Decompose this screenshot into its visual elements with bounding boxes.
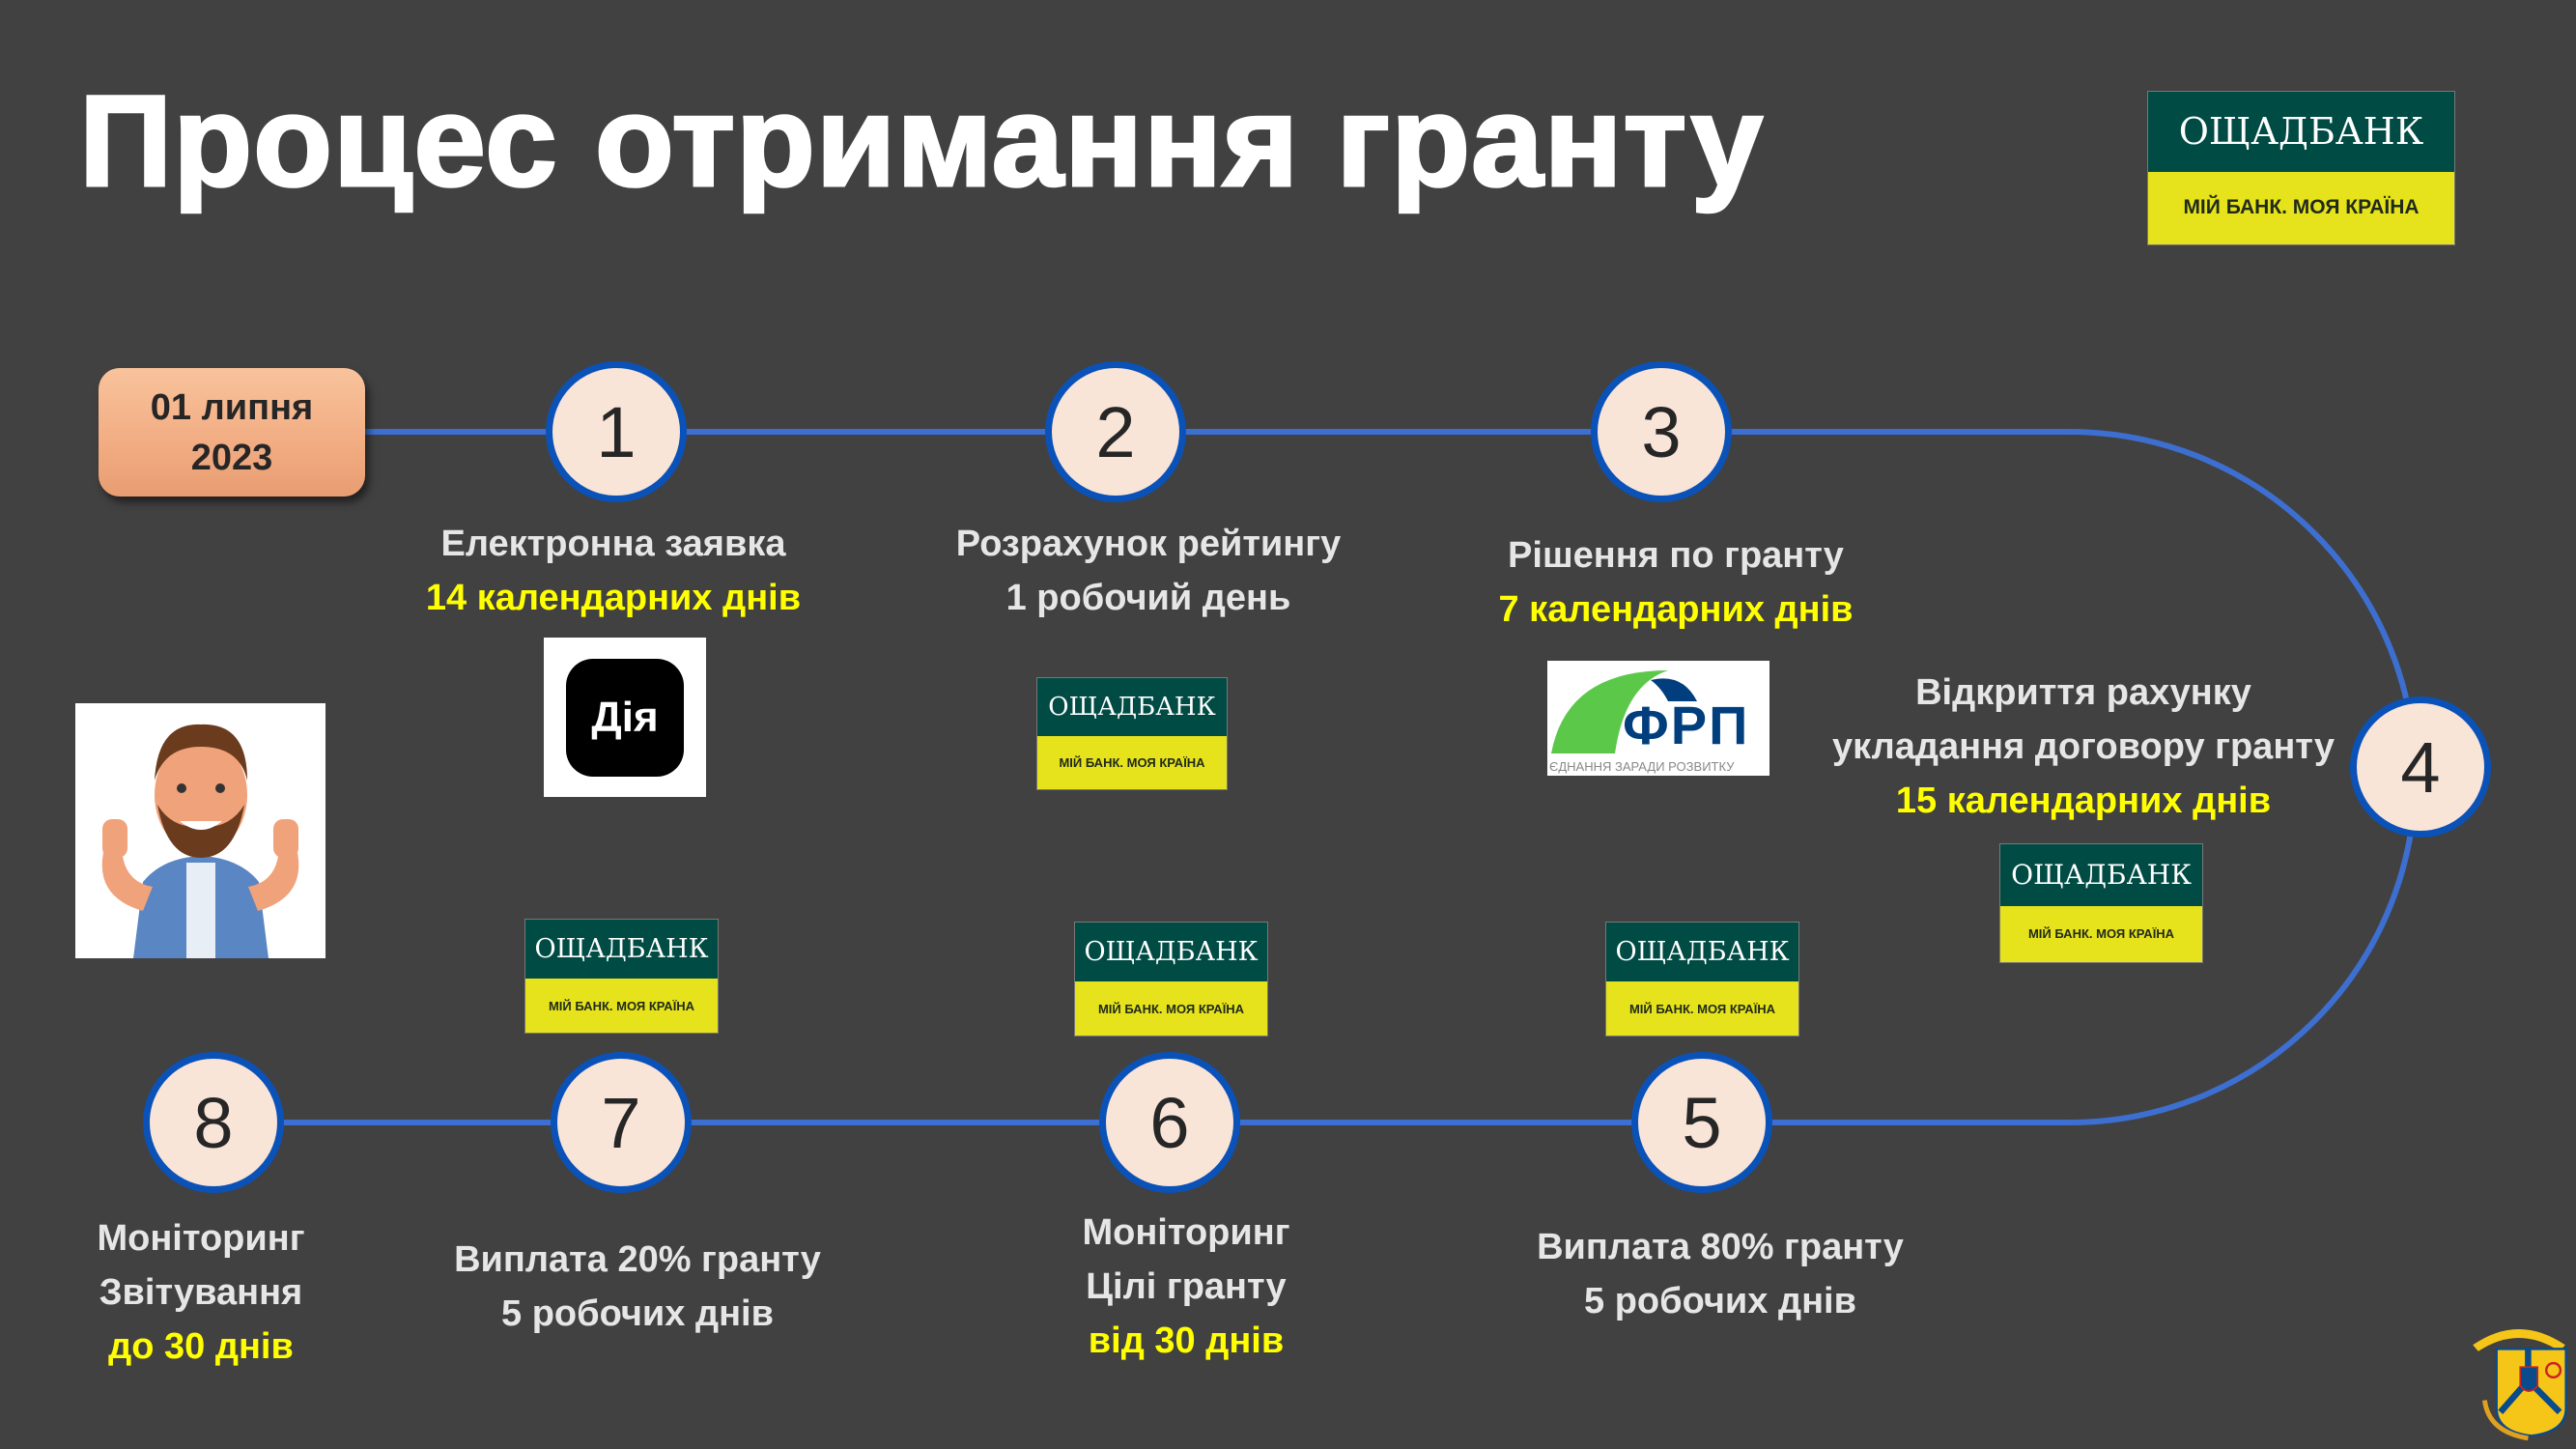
start-date-box: 01 липня 2023 (99, 368, 365, 497)
step-duration: 14 календарних днів (425, 578, 802, 618)
thumbs-up-person-image (75, 703, 326, 958)
oschadbank-slogan: МІЙ БАНК. МОЯ КРАЇНА (1037, 736, 1227, 789)
step-duration: 5 робочих днів (501, 1293, 774, 1334)
city-coat-of-arms (2473, 1328, 2567, 1441)
step-circle-7: 7 (551, 1052, 692, 1193)
frp-name: ФРП (1623, 695, 1750, 755)
step-title: Моніторинг (97, 1218, 305, 1259)
step-title-2: Звітування (99, 1272, 303, 1313)
step-title: Моніторинг (1082, 1212, 1290, 1253)
step-title: Відкриття рахунку (1915, 672, 2251, 713)
page-title: Процес отримання гранту (77, 69, 1765, 215)
step-label-8: Моніторинг Звітування до 30 днів (97, 1211, 304, 1374)
step-circle-3: 3 (1591, 361, 1732, 502)
step-title: Виплата 80% гранту (1537, 1227, 1904, 1267)
oschadbank-slogan: МІЙ БАНК. МОЯ КРАЇНА (525, 979, 718, 1033)
step-label-7: Виплата 20% гранту 5 робочих днів (454, 1233, 821, 1341)
frp-arc-icon (1551, 670, 1697, 753)
step-duration: 15 календарних днів (1895, 781, 2272, 821)
step-title-2: Цілі гранту (1086, 1266, 1287, 1307)
step-duration: 1 робочий день (1005, 578, 1291, 618)
diia-logo: Дія (544, 638, 706, 797)
step-label-4: Відкриття рахунку укладання договору гра… (1832, 666, 2335, 828)
step-circle-8: 8 (143, 1052, 284, 1193)
frp-logo: ФРП ЄДНАННЯ ЗАРАДИ РОЗВИТКУ (1547, 661, 1769, 776)
frp-slogan: ЄДНАННЯ ЗАРАДИ РОЗВИТКУ (1549, 759, 1735, 774)
step-title: Виплата 20% гранту (454, 1239, 821, 1280)
oschadbank-logo-step4: ОЩАДБАНК МІЙ БАНК. МОЯ КРАЇНА (1999, 843, 2203, 963)
step-title-2: укладання договору гранту (1832, 726, 2335, 767)
step-title: Розрахунок рейтингу (955, 524, 1342, 564)
step-label-5: Виплата 80% гранту 5 робочих днів (1537, 1220, 1904, 1328)
start-date-day: 01 липня (150, 386, 314, 428)
step-title: Електронна заявка (440, 524, 786, 564)
oschadbank-name: ОЩАДБАНК (1606, 923, 1798, 982)
start-date-year: 2023 (190, 437, 273, 478)
step-title: Рішення по гранту (1508, 535, 1844, 576)
oschadbank-slogan: МІЙ БАНК. МОЯ КРАЇНА (2148, 171, 2454, 244)
oschadbank-logo-step5: ОЩАДБАНК МІЙ БАНК. МОЯ КРАЇНА (1605, 922, 1799, 1037)
oschadbank-logo-step7: ОЩАДБАНК МІЙ БАНК. МОЯ КРАЇНА (524, 919, 719, 1034)
step-circle-5: 5 (1631, 1052, 1772, 1193)
step-label-3: Рішення по гранту 7 календарних днів (1498, 528, 1853, 637)
oschadbank-slogan: МІЙ БАНК. МОЯ КРАЇНА (1606, 981, 1798, 1036)
step-circle-2: 2 (1045, 361, 1186, 502)
step-label-6: Моніторинг Цілі гранту від 30 днів (1082, 1206, 1289, 1368)
diia-logo-text: Дія (566, 658, 684, 777)
oschadbank-name: ОЩАДБАНК (2000, 844, 2202, 906)
step-label-1: Електронна заявка 14 календарних днів (426, 517, 801, 625)
oschadbank-slogan: МІЙ БАНК. МОЯ КРАЇНА (2000, 905, 2202, 962)
step-duration: від 30 днів (1088, 1321, 1285, 1361)
oschadbank-logo-step2: ОЩАДБАНК МІЙ БАНК. МОЯ КРАЇНА (1036, 677, 1228, 790)
oschadbank-name: ОЩАДБАНК (1037, 678, 1227, 737)
oschadbank-slogan: МІЙ БАНК. МОЯ КРАЇНА (1075, 981, 1267, 1036)
step-duration: до 30 днів (108, 1326, 294, 1367)
step-circle-6: 6 (1099, 1052, 1240, 1193)
step-duration: 7 календарних днів (1498, 589, 1854, 630)
step-duration: 5 робочих днів (1584, 1281, 1856, 1321)
step-circle-4: 4 (2350, 696, 2491, 838)
oschadbank-logo-main: ОЩАДБАНК МІЙ БАНК. МОЯ КРАЇНА (2147, 91, 2455, 245)
oschadbank-name: ОЩАДБАНК (1075, 923, 1267, 982)
oschadbank-name: ОЩАДБАНК (525, 920, 718, 980)
oschadbank-logo-step6: ОЩАДБАНК МІЙ БАНК. МОЯ КРАЇНА (1074, 922, 1268, 1037)
oschadbank-name: ОЩАДБАНК (2148, 92, 2454, 172)
step-circle-1: 1 (546, 361, 687, 502)
step-label-2: Розрахунок рейтингу 1 робочий день (956, 517, 1341, 625)
